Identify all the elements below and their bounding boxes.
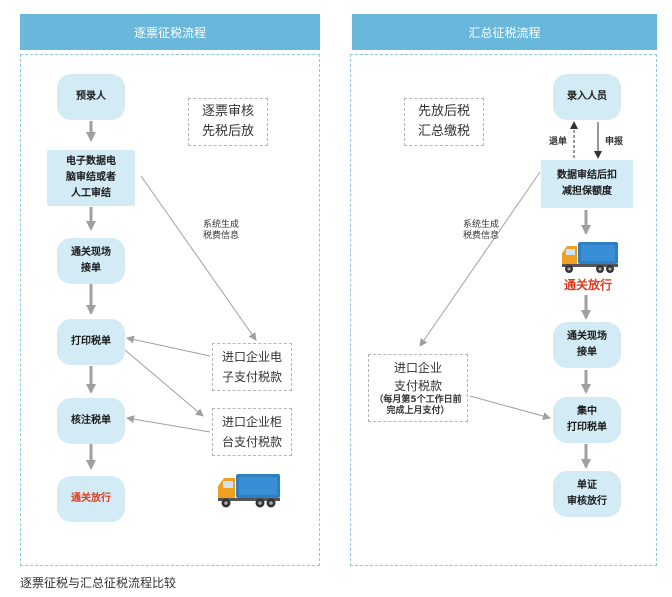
- left-note-e-payment: 进口企业电 子支付税款: [212, 343, 292, 391]
- left-note-counter-payment: 进口企业柜 台支付税款: [212, 408, 292, 456]
- left-truck-icon: [218, 474, 280, 508]
- figure-caption: 逐票征税与汇总征税流程比较: [20, 576, 177, 590]
- right-note-payment: 进口企业 支付税款 （每月第5个工作日前 完成上月支付）: [368, 354, 468, 422]
- left-panel: [20, 54, 320, 566]
- right-release-label: 通关放行: [563, 278, 612, 292]
- left-system-label: 系统生成 税费信息: [202, 220, 239, 241]
- left-system-arrow: [140, 175, 257, 341]
- left-node-pre-entry: 预录人: [57, 74, 125, 120]
- left-node-print-tax: 打印税单: [57, 319, 125, 365]
- left-c-to-verify: [126, 415, 211, 433]
- right-truck-icon: [562, 242, 618, 273]
- left-header-title: 逐票征税流程: [133, 25, 206, 40]
- right-node-guarantee: 数据审结后扣 减担保额度: [541, 160, 633, 208]
- right-node-doc-review: 单证 审核放行: [553, 471, 621, 517]
- left-header: 逐票征税流程: [20, 14, 320, 50]
- right-header: 汇总征税流程: [352, 14, 657, 50]
- left-node-verify-tax: 核注税单: [57, 398, 125, 444]
- right-note-policy: 先放后税 汇总缴税: [404, 98, 484, 146]
- right-system-arrow: [419, 171, 541, 347]
- right-report-label: 申报: [604, 137, 623, 147]
- left-note-policy: 逐票审核 先税后放: [188, 98, 268, 146]
- right-node-accept: 通关现场 接单: [553, 322, 621, 368]
- left-node-release: 通关放行: [57, 476, 125, 522]
- right-node-central-print: 集中 打印税单: [553, 397, 621, 443]
- right-panel: [350, 54, 657, 566]
- left-node-review: 电子数据电 脑审结或者 人工审结: [47, 150, 135, 206]
- right-system-label: 系统生成 税费信息: [462, 220, 499, 241]
- right-node-entry-staff: 录入人员: [553, 74, 621, 120]
- right-header-title: 汇总征税流程: [468, 25, 541, 40]
- right-pay-to-print: [469, 395, 551, 421]
- left-node-accept: 通关现场 接单: [57, 238, 125, 284]
- left-print-to-c: [124, 349, 204, 417]
- right-return-label: 退单: [548, 137, 567, 147]
- left-e-to-print: [126, 335, 211, 357]
